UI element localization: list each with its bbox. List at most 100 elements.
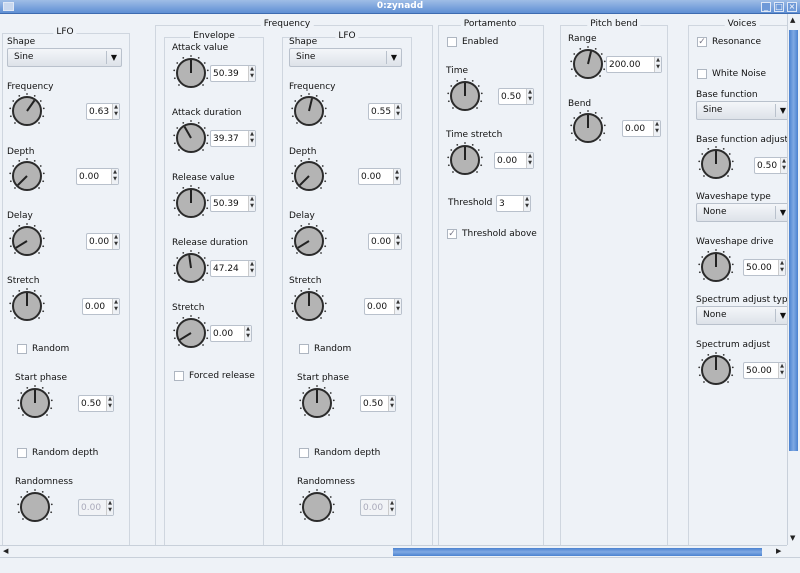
spin-arrows-icon[interactable]: ▲▼ [248,131,255,146]
window-menu-icon[interactable] [3,2,14,11]
threshold-above-checkbox[interactable]: ✓Threshold above [447,229,537,239]
minimize-button[interactable]: _ [761,2,771,12]
lfo2-random-checkbox[interactable]: Random [299,344,351,354]
scroll-right-icon[interactable]: ▶ [776,547,782,555]
spin-arrows-icon[interactable]: ▲▼ [112,104,119,119]
lfo1-frequency-spin[interactable]: 0.63▲▼ [86,103,120,120]
spin-arrows-icon[interactable]: ▲▼ [394,299,401,314]
envelope-release-value-knob[interactable] [171,183,211,223]
chevron-down-icon[interactable]: ▼ [775,206,787,219]
scroll-left-icon[interactable]: ◀ [3,547,9,555]
checkbox-icon[interactable] [174,371,184,381]
envelope-release-duration-knob[interactable] [171,248,211,288]
spin-arrows-icon[interactable]: ▲▼ [394,234,401,249]
lfo2-randomness-knob[interactable] [297,487,337,527]
portamento-time-knob[interactable] [445,76,485,116]
spin-arrows-icon[interactable]: ▲▼ [654,57,661,72]
lfo2-start-phase-knob[interactable] [297,383,337,423]
waveshape-type-combo[interactable]: None▼ [696,203,787,222]
lfo2-start-phase-spin[interactable]: 0.50▲▼ [360,395,396,412]
envelope-attack-value-spin[interactable]: 50.39▲▼ [210,65,256,82]
spin-arrows-icon[interactable]: ▲▼ [388,396,395,411]
waveshape-drive-knob[interactable] [696,247,736,287]
lfo1-randomness-knob[interactable] [15,487,55,527]
lfo2-frequency-spin[interactable]: 0.55▲▼ [368,103,402,120]
lfo2-stretch-knob[interactable] [289,286,329,326]
portamento-time-stretch-knob[interactable] [445,140,485,180]
lfo1-delay-knob[interactable] [7,221,47,261]
spin-arrows-icon[interactable]: ▲▼ [653,121,660,136]
base-function-adjust-spin[interactable]: 0.50▲▼ [754,157,787,174]
spin-arrows-icon[interactable]: ▲▼ [526,89,533,104]
portamento-time-stretch-spin[interactable]: 0.00▲▼ [494,152,534,169]
close-button[interactable]: × [787,2,797,12]
waveshape-drive-spin[interactable]: 50.00▲▼ [743,259,786,276]
spectrum-adjust-type-combo[interactable]: None▼ [696,306,787,325]
portamento-threshold-spin[interactable]: 3▲▼ [496,195,531,212]
vertical-scrollbar[interactable]: ▲ ▼ [787,14,798,545]
lfo2-depth-knob[interactable] [289,156,329,196]
checkbox-icon[interactable] [299,344,309,354]
lfo2-depth-spin[interactable]: 0.00▲▼ [358,168,401,185]
spectrum-adjust-spin[interactable]: 50.00▲▼ [743,362,786,379]
portamento-enabled-checkbox[interactable]: Enabled [447,37,498,47]
lfo1-stretch-spin[interactable]: 0.00▲▼ [82,298,120,315]
lfo1-start-phase-spin[interactable]: 0.50▲▼ [78,395,114,412]
envelope-release-value-spin[interactable]: 50.39▲▼ [210,195,256,212]
spin-arrows-icon[interactable]: ▲▼ [523,196,530,211]
checkbox-icon[interactable] [17,448,27,458]
lfo1-random-checkbox[interactable]: Random [17,344,69,354]
lfo1-frequency-knob[interactable] [7,91,47,131]
white-noise-checkbox[interactable]: White Noise [697,69,766,79]
spin-arrows-icon[interactable]: ▲▼ [112,299,119,314]
spin-arrows-icon[interactable]: ▲▼ [778,260,785,275]
lfo1-depth-knob[interactable] [7,156,47,196]
lfo1-stretch-knob[interactable] [7,286,47,326]
lfo2-delay-knob[interactable] [289,221,329,261]
lfo2-shape-combo[interactable]: Sine▼ [289,48,402,67]
spin-arrows-icon[interactable]: ▲▼ [106,396,113,411]
spin-arrows-icon[interactable]: ▲▼ [248,66,255,81]
scroll-up-icon[interactable]: ▲ [790,16,796,24]
spin-arrows-icon[interactable]: ▲▼ [112,234,119,249]
checkbox-icon[interactable]: ✓ [447,229,457,239]
lfo2-stretch-spin[interactable]: 0.00▲▼ [364,298,402,315]
spin-arrows-icon[interactable]: ▲▼ [111,169,118,184]
scroll-down-icon[interactable]: ▼ [790,534,796,542]
lfo2-delay-spin[interactable]: 0.00▲▼ [368,233,402,250]
chevron-down-icon[interactable]: ▼ [775,104,787,117]
spin-arrows-icon[interactable]: ▲▼ [248,196,255,211]
pitch-bend-bend-spin[interactable]: 0.00▲▼ [622,120,661,137]
portamento-time-spin[interactable]: 0.50▲▼ [498,88,534,105]
forced-release-checkbox[interactable]: Forced release [174,371,255,381]
spectrum-adjust-knob[interactable] [696,350,736,390]
envelope-attack-duration-knob[interactable] [171,118,211,158]
pitch-bend-bend-knob[interactable] [568,108,608,148]
lfo2-random-depth-checkbox[interactable]: Random depth [299,448,380,458]
vertical-scroll-thumb[interactable] [789,30,798,451]
spin-arrows-icon[interactable]: ▲▼ [778,363,785,378]
checkbox-icon[interactable] [17,344,27,354]
title-bar[interactable]: 0:zynadd _ □ × [0,0,800,14]
lfo1-start-phase-knob[interactable] [15,383,55,423]
base-function-combo[interactable]: Sine▼ [696,101,787,120]
chevron-down-icon[interactable]: ▼ [106,51,121,64]
pitch-bend-range-knob[interactable] [568,44,608,84]
spin-arrows-icon[interactable]: ▲▼ [248,261,255,276]
pitch-bend-range-spin[interactable]: 200.00▲▼ [606,56,662,73]
base-function-adjust-knob[interactable] [696,144,736,184]
lfo1-depth-spin[interactable]: 0.00▲▼ [76,168,119,185]
resonance-checkbox[interactable]: ✓Resonance [697,37,761,47]
spin-arrows-icon[interactable]: ▲▼ [393,169,400,184]
lfo1-shape-combo[interactable]: Sine▼ [7,48,122,67]
spin-arrows-icon[interactable]: ▲▼ [526,153,533,168]
maximize-button[interactable]: □ [774,2,784,12]
spin-arrows-icon[interactable]: ▲▼ [394,104,401,119]
chevron-down-icon[interactable]: ▼ [386,51,401,64]
spin-arrows-icon[interactable]: ▲▼ [244,326,251,341]
checkbox-icon[interactable] [697,69,707,79]
lfo2-frequency-knob[interactable] [289,91,329,131]
horizontal-scrollbar[interactable]: ◀ ▶ [0,545,787,557]
checkbox-icon[interactable] [299,448,309,458]
spin-arrows-icon[interactable]: ▲▼ [780,158,787,173]
